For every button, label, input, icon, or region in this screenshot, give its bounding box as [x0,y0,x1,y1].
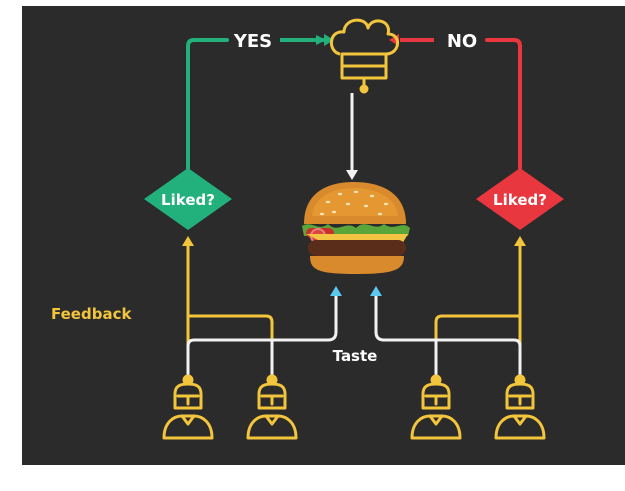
liked-decision-left [144,168,232,230]
taste-arrowhead-left [330,286,342,296]
no-label: NO [447,31,477,52]
feedback-flow-diagram: YES NO [51,18,564,440]
feedback-lines-right [434,242,522,380]
liked-decision-right [476,168,564,230]
yes-label: YES [233,31,272,52]
person-icon [162,374,214,440]
chef-hat-icon [330,18,399,94]
burger-icon [302,182,410,274]
liked-label-right: Liked? [493,191,547,209]
taste-lines-left [186,292,338,380]
no-path [389,34,522,170]
yes-path [186,34,334,170]
person-icon [246,374,298,440]
person-icon [410,374,462,440]
taste-label: Taste [333,347,378,365]
diagram-canvas: YES NO [22,6,625,465]
taste-lines-right [374,292,522,380]
person-icon [494,374,546,440]
chef-to-burger-arrowhead [346,170,358,180]
bottom-margin [22,465,625,491]
feedback-arrowhead-left [182,236,194,246]
taste-arrowhead-right [370,286,382,296]
feedback-lines-left [186,242,274,380]
liked-label-left: Liked? [161,191,215,209]
feedback-label: Feedback [51,305,132,323]
feedback-arrowhead-right [514,236,526,246]
